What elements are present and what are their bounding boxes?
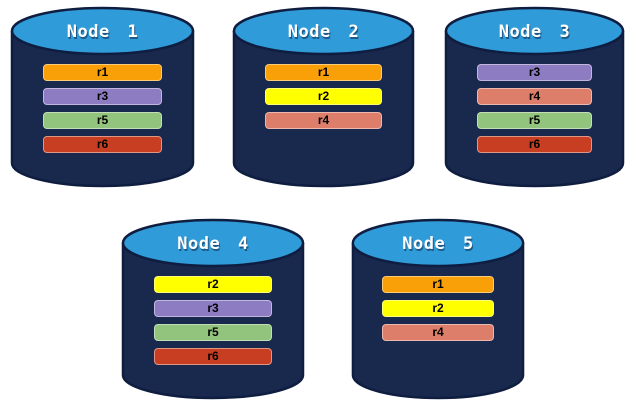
replica-bar-r3: r3 [476,64,593,81]
database-node-3: Node 3 r3 r4 r5 r6 [444,6,625,188]
node-title: Node 3 [498,22,571,42]
replica-bar-r6: r6 [154,348,272,365]
replica-list: r1 r2 r4 [351,276,525,348]
replica-bar-r3: r3 [43,88,162,105]
cylinder-top-ellipse [232,6,415,56]
database-node-2: Node 2 r1 r2 r4 [232,6,415,188]
node-title: Node 1 [66,22,139,42]
replica-list: r1 r3 r5 r6 [10,64,195,160]
replica-bar-r6: r6 [43,136,162,153]
cylinder-top-ellipse [444,6,625,56]
replica-list: r3 r4 r5 r6 [444,64,625,160]
replica-bar-r3: r3 [154,300,272,317]
replica-bar-r2: r2 [382,300,494,317]
replica-bar-r4: r4 [382,324,494,341]
replica-bar-r2: r2 [264,88,383,105]
database-node-1: Node 1 r1 r3 r5 r6 [10,6,195,188]
node-title: Node 2 [287,22,360,42]
replica-bar-r6: r6 [476,136,593,153]
cylinder-top-ellipse [121,218,305,268]
replica-bar-r4: r4 [264,112,383,129]
replica-bar-r1: r1 [43,64,162,81]
replica-bar-r1: r1 [264,64,383,81]
replica-list: r1 r2 r4 [232,64,415,136]
replica-bar-r2: r2 [154,276,272,293]
cylinder-top-ellipse [351,218,525,268]
cylinder-top-ellipse [10,6,195,56]
replica-bar-r5: r5 [476,112,593,129]
replica-bar-r5: r5 [154,324,272,341]
replica-bar-r5: r5 [43,112,162,129]
database-node-4: Node 4 r2 r3 r5 r6 [121,218,305,400]
node-title: Node 4 [177,234,249,254]
replica-bar-r4: r4 [476,88,593,105]
node-title: Node 5 [402,234,474,254]
replica-bar-r1: r1 [382,276,494,293]
database-node-5: Node 5 r1 r2 r4 [351,218,525,400]
replica-list: r2 r3 r5 r6 [121,276,305,372]
